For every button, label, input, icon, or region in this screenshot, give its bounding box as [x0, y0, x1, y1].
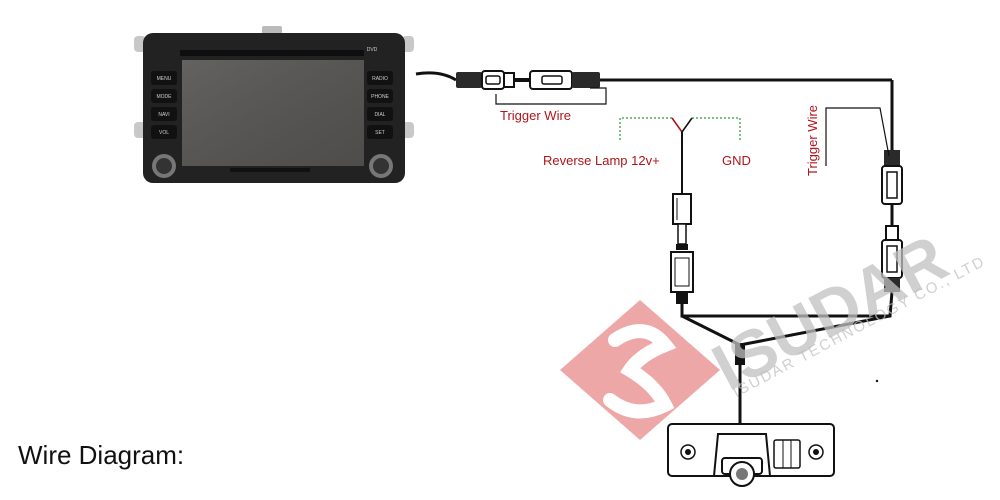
head-unit-left-buttons	[151, 71, 177, 139]
btn-mode-label: MODE	[157, 94, 173, 100]
reverse-lamp-label: Reverse Lamp 12v+	[543, 153, 660, 168]
gnd-label: GND	[722, 153, 751, 168]
head-unit: MENU MODE NAVI VOL RADIO PHONE DIAL SET …	[134, 26, 414, 183]
trigger-wire-label-1: Trigger Wire	[500, 108, 571, 123]
btn-set-label: SET	[375, 130, 385, 136]
trigger-wire-branch-2	[825, 107, 890, 166]
camera-rca-connectors	[881, 150, 903, 292]
btn-navi-label: NAVI	[158, 112, 169, 118]
video-cable	[415, 71, 894, 150]
power-wire-split	[619, 117, 741, 194]
dvd-label: DVD	[367, 47, 378, 53]
rca-connector-pair	[456, 70, 600, 90]
head-unit-right-buttons	[367, 71, 393, 139]
btn-menu-label: MENU	[157, 76, 172, 82]
btn-radio-label: RADIO	[372, 76, 388, 82]
diagram-title: Wire Diagram:	[18, 440, 185, 470]
trigger-wire-branch-1	[495, 87, 607, 105]
trigger-wire-label-2: Trigger Wire	[805, 105, 820, 176]
btn-dial-label: DIAL	[374, 112, 385, 118]
watermark-logo-icon	[560, 300, 720, 440]
btn-vol-label: VOL	[159, 130, 169, 136]
dc-power-connector	[670, 193, 694, 304]
reverse-camera	[667, 423, 835, 487]
cable-junction	[735, 343, 745, 365]
camera-cable	[680, 291, 894, 424]
btn-phone-label: PHONE	[371, 94, 389, 100]
